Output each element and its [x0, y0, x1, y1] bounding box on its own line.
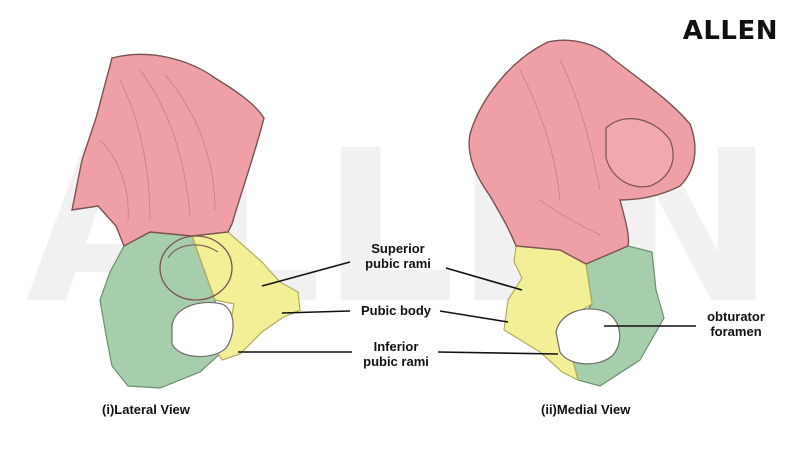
label-superior-line2: pubic rami: [365, 256, 431, 271]
medial-ilium: [468, 39, 696, 265]
medial-auricular-surface: [605, 118, 674, 188]
leader-superior-lateral: [261, 261, 351, 287]
medial-pubis: [503, 245, 593, 382]
label-inferior-line2: pubic rami: [363, 354, 429, 369]
lateral-ilium-texture: [99, 69, 216, 221]
caption-lateral-view: (i)Lateral View: [102, 402, 190, 417]
label-inferior-pubic-rami: Inferior pubic rami: [354, 339, 438, 369]
medial-obturator-hole: [555, 308, 621, 365]
label-superior-line1: Superior: [371, 241, 425, 256]
medial-view-bone: [468, 39, 696, 387]
label-inferior-line1: Inferior: [373, 339, 419, 354]
leader-lines: [238, 261, 696, 355]
leader-superior-medial: [445, 267, 523, 291]
label-obturator-line1: obturator: [707, 309, 765, 324]
label-pubic-body: Pubic body: [360, 303, 432, 318]
allen-logo: ALLEN: [682, 16, 778, 46]
label-obturator-foramen: obturator foramen: [700, 309, 772, 339]
leader-inferior-medial: [437, 351, 559, 355]
lateral-pubis: [191, 231, 301, 361]
lateral-view-bone: [71, 53, 301, 389]
caption-medial-view: (ii)Medial View: [541, 402, 631, 417]
lateral-ilium: [71, 53, 265, 247]
label-obturator-line2: foramen: [710, 324, 762, 339]
acetabulum-rim: [167, 244, 219, 259]
lateral-obturator-hole: [171, 301, 234, 358]
label-superior-pubic-rami: Superior pubic rami: [356, 241, 440, 271]
leader-body-medial: [439, 310, 509, 323]
leader-body-lateral: [281, 310, 351, 314]
medial-ilium-texture: [519, 59, 601, 236]
lateral-acetabulum: [159, 235, 233, 301]
